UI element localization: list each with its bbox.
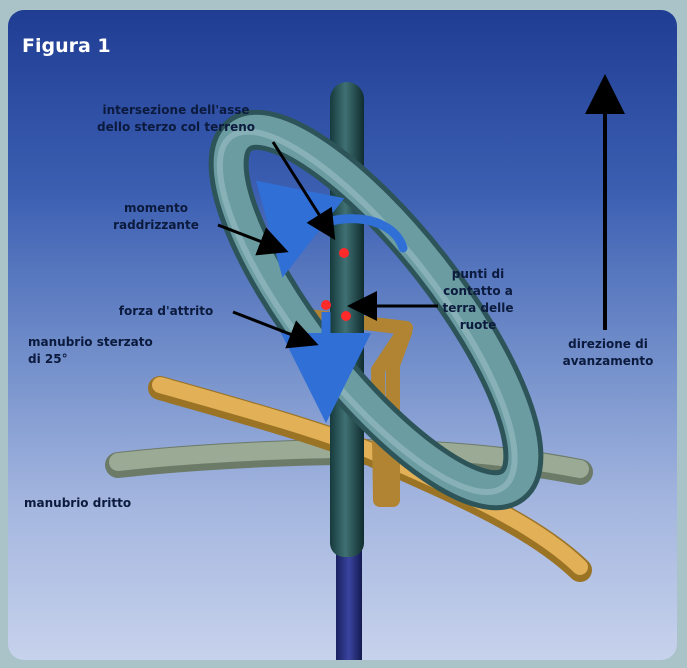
bicycle-steering-diagram: Figura 1	[8, 10, 677, 660]
steering-post-front	[330, 440, 364, 557]
label-turned-handlebar-line2: di 25°	[28, 352, 68, 366]
figure-panel: Figura 1	[8, 10, 677, 660]
label-contact-line3: terra delle	[442, 301, 513, 315]
label-direction-line2: avanzamento	[563, 354, 654, 368]
fork-tube	[336, 545, 362, 660]
label-friction: forza d'attrito	[119, 304, 214, 318]
label-moment-line1: momento	[124, 201, 188, 215]
contact-point-2	[341, 311, 351, 321]
label-contact-line4: ruote	[460, 318, 497, 332]
label-straight-handlebar: manubrio dritto	[24, 496, 131, 510]
label-direction-line1: direzione di	[568, 337, 648, 351]
label-turned-handlebar-line1: manubrio sterzato	[28, 335, 153, 349]
label-intersection-line1: intersezione dell'asse	[102, 103, 249, 117]
steering-axis-point	[339, 248, 349, 258]
label-intersection-line2: dello sterzo col terreno	[97, 120, 255, 134]
label-contact-line2: contatto a	[443, 284, 513, 298]
figure-title: Figura 1	[22, 35, 111, 57]
label-moment-line2: raddrizzante	[113, 218, 199, 232]
label-contact-line1: punti di	[452, 267, 504, 281]
contact-point-1	[321, 300, 331, 310]
